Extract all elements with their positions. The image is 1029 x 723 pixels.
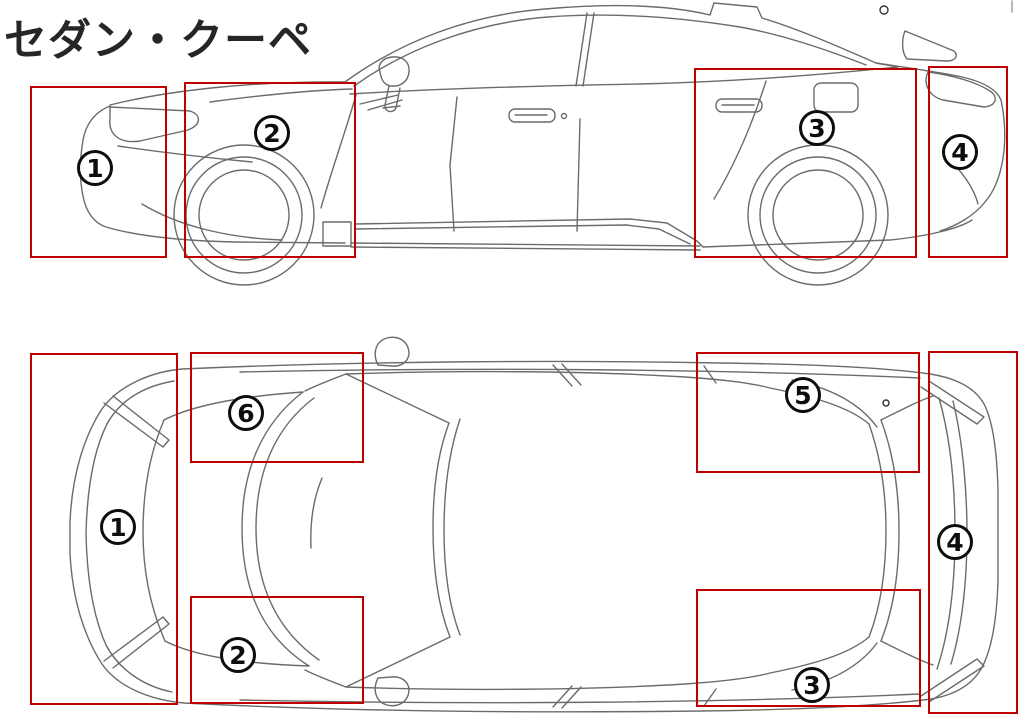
region-marker-top-1: 1: [100, 509, 136, 545]
region-box-top-5: [696, 352, 920, 473]
region-marker-top-2: 2: [220, 637, 256, 673]
region-marker-top-6: 6: [228, 395, 264, 431]
region-box-top-2: [190, 596, 364, 704]
region-marker-side-3: 3: [799, 110, 835, 146]
region-box-side-3: [694, 68, 917, 258]
region-marker-top-4: 4: [937, 524, 973, 560]
page-title: セダン・クーペ: [4, 17, 312, 65]
region-marker-side-1: 1: [77, 150, 113, 186]
region-marker-side-2: 2: [254, 115, 290, 151]
region-box-side-1: [30, 86, 167, 258]
stray-marks: [879, 0, 1013, 407]
region-box-top-6: [190, 352, 364, 463]
region-marker-side-4: 4: [942, 134, 978, 170]
region-box-top-3: [696, 589, 921, 707]
region-box-top-4: [928, 351, 1018, 714]
region-box-side-2: [184, 82, 356, 258]
small-circle-topview: [882, 399, 890, 407]
region-marker-top-5: 5: [785, 377, 821, 413]
region-marker-top-3: 3: [794, 667, 830, 703]
small-circle-top: [879, 5, 889, 15]
region-box-side-4: [928, 66, 1008, 258]
region-box-top-1: [30, 353, 178, 705]
